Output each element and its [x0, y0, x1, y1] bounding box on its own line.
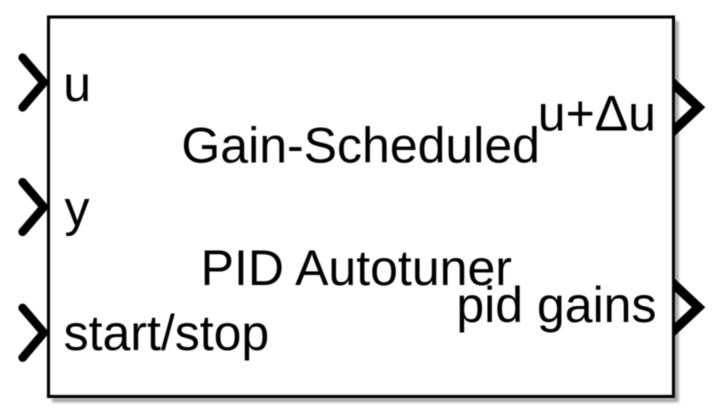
svg-text:y: y	[65, 181, 90, 237]
svg-text:start/stop: start/stop	[64, 305, 270, 361]
svg-text:pid gains: pid gains	[456, 277, 656, 333]
svg-text:PID Autotuner: PID Autotuner	[201, 240, 512, 296]
svg-text:Gain-Scheduled: Gain-Scheduled	[181, 118, 540, 174]
svg-text:u+Δu: u+Δu	[538, 86, 656, 142]
svg-text:u: u	[63, 56, 91, 112]
